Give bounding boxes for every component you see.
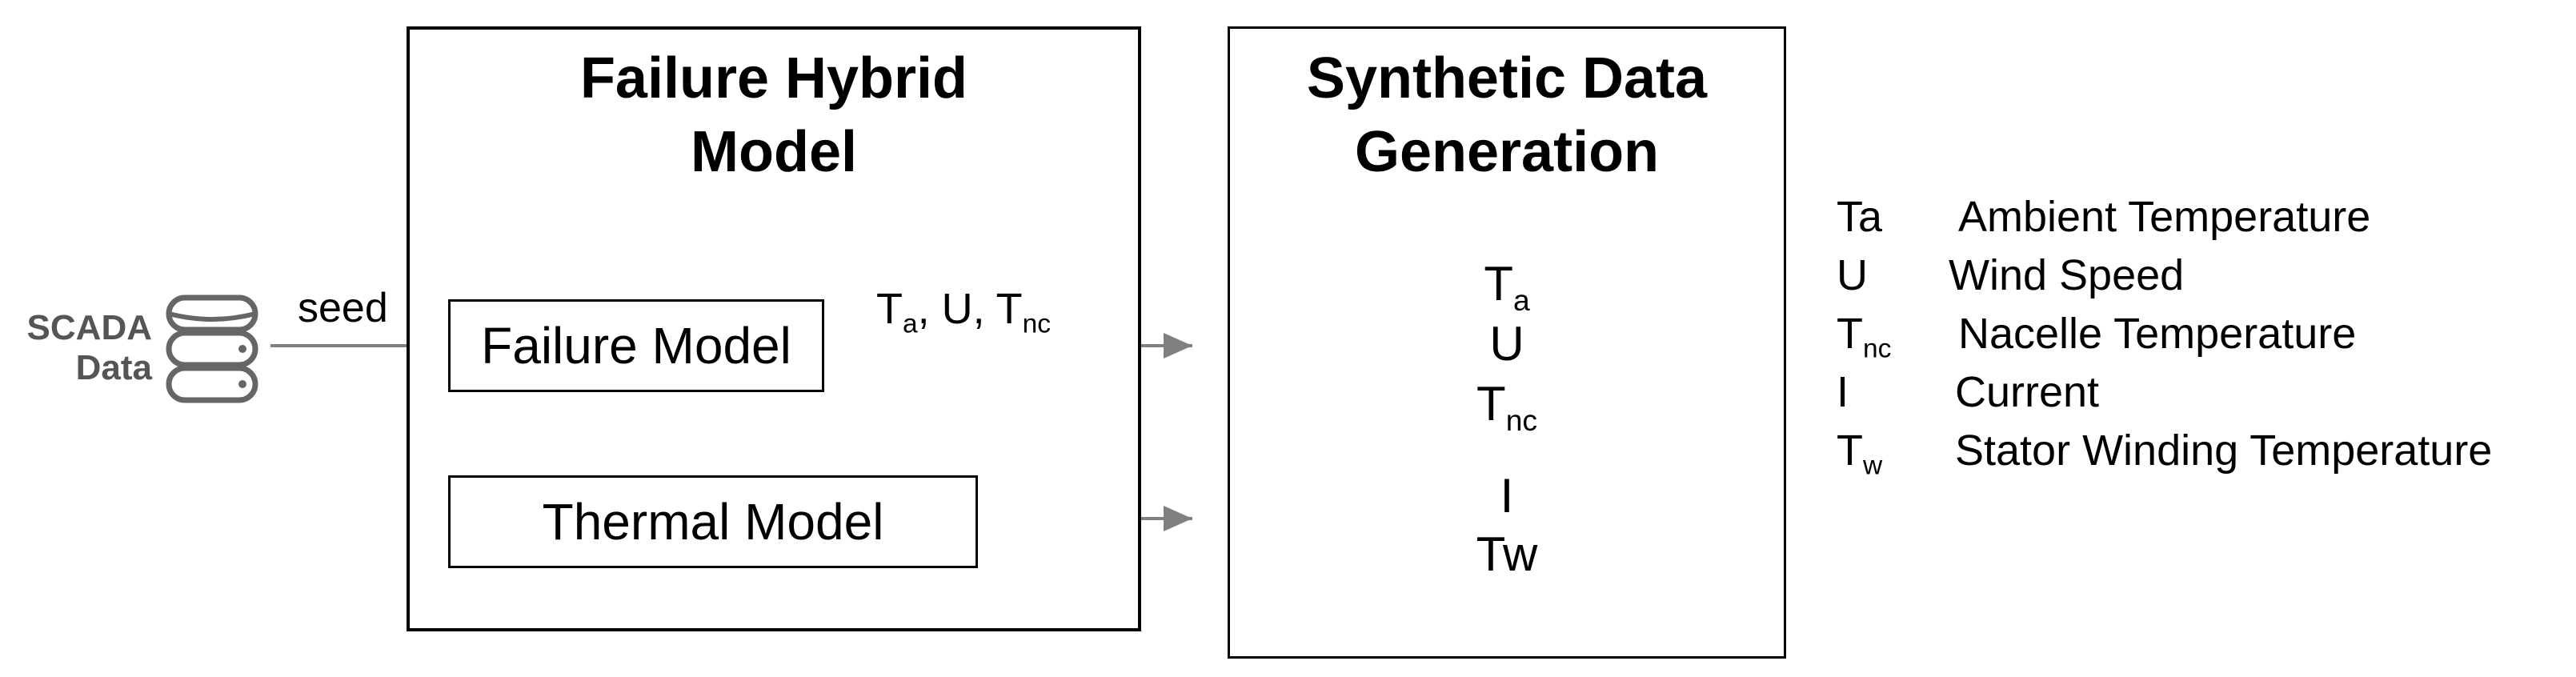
legend-description: Nacelle Temperature [1958,310,2357,358]
synthetic-data-title-line2: Generation [1354,120,1660,184]
legend-description: Current [1955,368,2100,416]
hybrid-model-title-line1: Failure Hybrid [579,46,968,110]
hybrid-model-title: Failure Hybrid Model [407,42,1141,189]
legend-description: Ambient Temperature [1958,193,2371,241]
legend-symbol: U [1837,251,1868,299]
synthetic-var-i: I [1500,469,1514,523]
seed-label: seed [298,285,388,331]
synthetic-data-box [1228,26,1786,659]
failure-model-label: Failure Model [481,317,791,375]
hybrid-model-title-line2: Model [691,120,857,184]
legend-symbol: Tw [1837,427,1883,481]
legend-row-u: U Wind Speed [1837,250,2573,306]
legend-description: Stator Winding Temperature [1955,427,2493,475]
thermal-model-label: Thermal Model [542,493,884,551]
legend-row-ta: Ta Ambient Temperature [1837,192,2573,248]
scada-label-line1: SCADA [26,308,152,347]
legend-description: Wind Speed [1949,251,2185,299]
thermal-model-box: Thermal Model [448,475,978,568]
failure-model-box: Failure Model [448,299,824,392]
legend-row-tw: Tw Stator Winding Temperature [1837,426,2573,482]
legend-symbol: I [1837,368,1849,416]
legend-row-tnc: Tnc Nacelle Temperature [1837,309,2573,365]
synthetic-var-tnc: Tnc [1476,377,1537,438]
synthetic-data-title-line1: Synthetic Data [1306,46,1708,110]
scada-label: SCADA Data [0,308,152,388]
synthetic-var-tw: Tw [1476,527,1538,581]
synthetic-var-u: U [1489,317,1524,371]
legend-row-i: I Current [1837,367,2573,423]
database-icon [166,294,258,403]
synthetic-data-title: Synthetic Data Generation [1228,42,1786,189]
synthetic-var-ta: Ta [1484,257,1530,318]
failure-output-label: Ta, U, Tnc [876,285,1052,339]
legend-symbol: Tnc [1837,310,1892,364]
legend-symbol: Ta [1837,193,1883,241]
scada-label-line2: Data [75,348,152,387]
